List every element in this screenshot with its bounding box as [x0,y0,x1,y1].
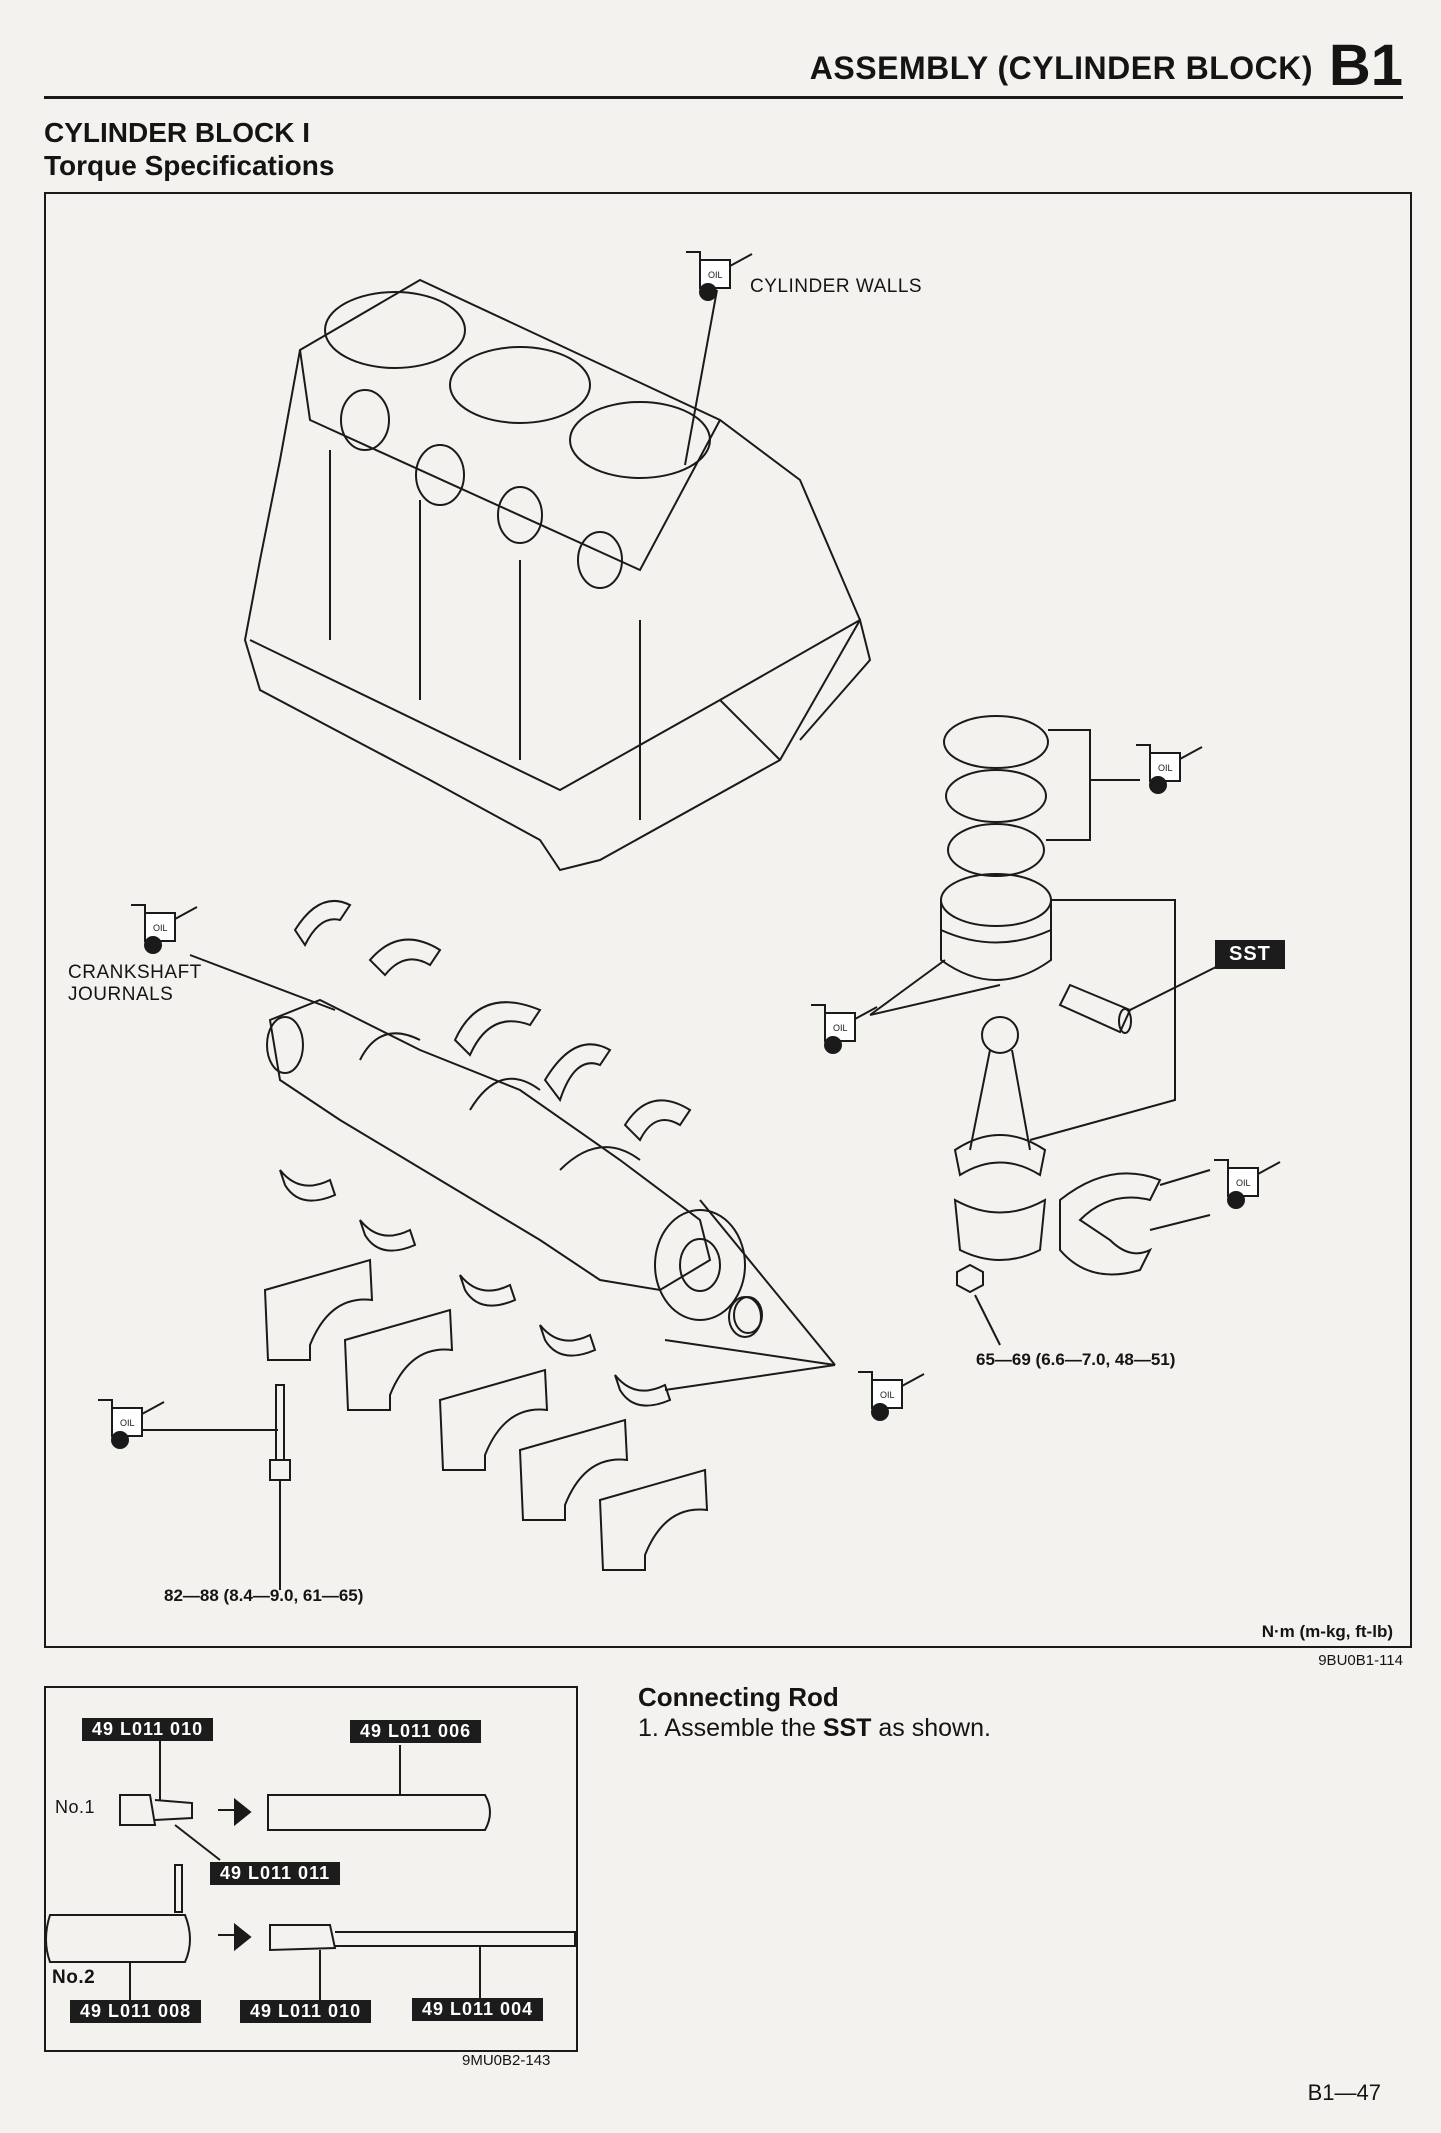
svg-text:OIL: OIL [1158,763,1173,773]
svg-text:OIL: OIL [153,923,168,933]
connecting-rod-drawing [869,959,1047,1261]
page-number: B1—47 [1307,2080,1381,2105]
part-49l011010-top: 49 L011 010 [82,1718,214,1741]
upper-main-bearings-drawing [293,900,692,1142]
svg-text:OIL: OIL [708,270,723,280]
crankshaft-journals-label-line2: JOURNALS [68,984,174,1005]
piston-drawing [940,873,1176,1141]
step-bold-sst: SST [822,1714,872,1742]
cylinder-walls-leader [684,289,718,466]
sst-figure-frame [44,1686,578,2052]
section-code: B1 [1328,33,1403,98]
section-title-line1: CYLINDER BLOCK I [44,117,310,148]
svg-text:OIL: OIL [833,1023,848,1033]
part-49l011008: 49 L011 008 [70,2000,202,2023]
part-49l011011: 49 L011 011 [210,1862,341,1885]
main-bolt-drawing [140,1384,291,1590]
cylinder-walls-label: CYLINDER WALLS [750,276,923,297]
no2-label: No.2 [52,1967,96,1988]
svg-text:OIL: OIL [1236,1178,1251,1188]
cylinder-block-drawing [243,278,872,872]
main-figure-code: 9BU0B1-114 [1318,1652,1403,1669]
main-bolt-torque-spec: 82—88 (8.4—9.0, 61—65) [164,1586,364,1605]
rear-oil-seal-drawing [728,1296,762,1338]
section-title: CYLINDER BLOCK I Torque Specifications [44,116,334,182]
svg-text:OIL: OIL [120,1418,135,1428]
header-rule [44,96,1403,99]
part-49l011006: 49 L011 006 [350,1720,482,1743]
section-title-line2: Torque Specifications [44,150,335,181]
lower-main-bearings-drawing [279,1169,836,1407]
svg-text:OIL: OIL [880,1390,895,1400]
procedure-step-1: 1. Assemble the SST as shown. [638,1714,991,1743]
sst-tag: SST [1215,940,1285,969]
part-49l011004: 49 L011 004 [412,1998,544,2021]
piston-pin-drawing [1058,964,1221,1034]
sst-figure-code: 9MU0B2-143 [462,2052,551,2069]
sst-tools-drawing [45,1735,576,2002]
crankshaft-journals-label-line1: CRANKSHAFT [68,962,202,983]
rod-nut-torque-spec: 65—69 (6.6—7.0, 48—51) [976,1350,1176,1369]
main-bearing-caps-drawing [263,1258,709,1571]
rod-nut-drawing [956,1263,1001,1346]
step-suffix: as shown. [871,1714,991,1742]
main-figure-frame [44,192,1412,1648]
torque-units: N·m (m-kg, ft-lb) [1261,1622,1393,1641]
no1-label: No.1 [55,1797,96,1817]
rod-bearing-drawing [1059,1169,1211,1276]
procedure-title: Connecting Rod [638,1682,839,1712]
header-title: ASSEMBLY (CYLINDER BLOCK) [809,50,1313,86]
step-prefix: 1. Assemble the [638,1714,823,1742]
piston-rings-drawing [943,715,1140,877]
oil-icons: OIL OIL OIL OIL OIL OIL OIL [98,251,1281,1449]
part-49l011010-bottom: 49 L011 010 [240,2000,372,2023]
